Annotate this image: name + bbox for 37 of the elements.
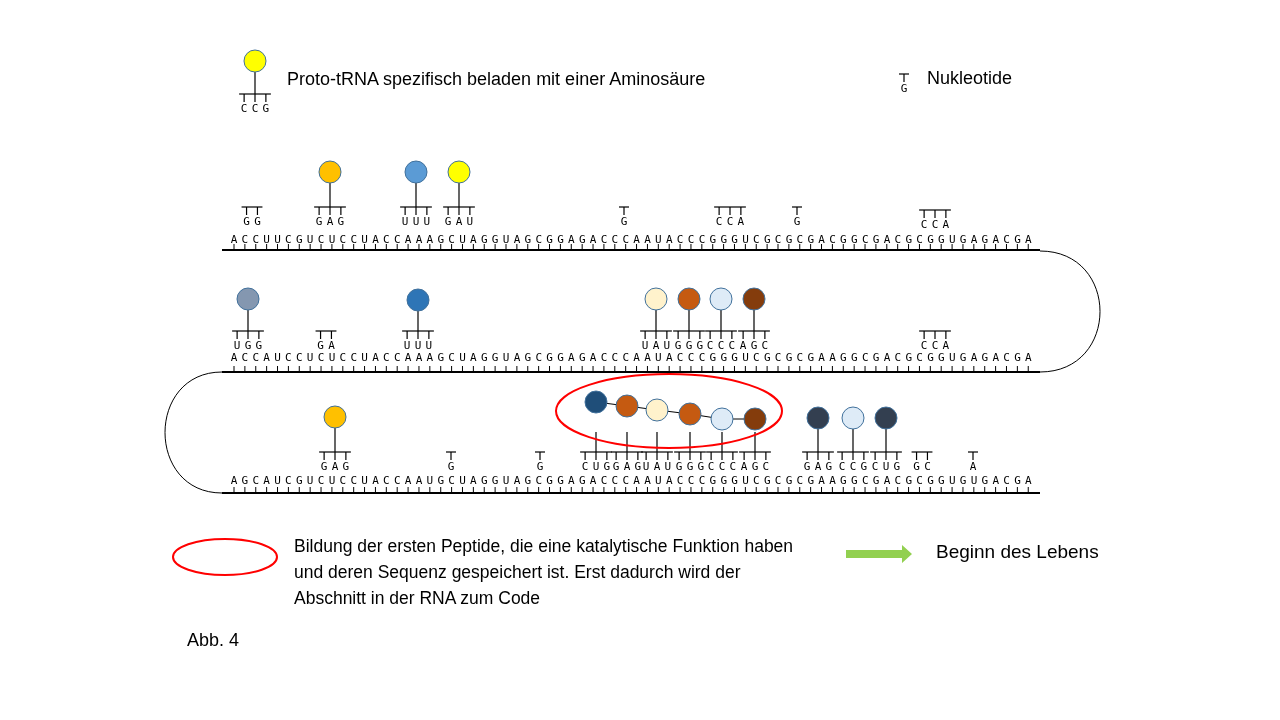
nucleotide-label: G <box>447 461 459 473</box>
anticodon-label: CCC <box>706 340 740 352</box>
nucleotide-label: G <box>900 83 912 95</box>
legend-label: Beginn des Lebens <box>936 541 1099 563</box>
anticodon-label: GGG <box>674 340 708 352</box>
anticodon-label: UGG <box>233 340 267 352</box>
anticodon-label: GAG <box>320 461 354 473</box>
legend-label: Nukleotide <box>927 68 1013 89</box>
nucleotide-label: G <box>620 216 632 228</box>
anticodon-label: CCG <box>240 103 274 115</box>
anticodon-label: AGC <box>740 461 774 473</box>
anticodon-label: CCC <box>707 461 741 473</box>
nucleotide-label: GC <box>913 461 935 473</box>
anticodon-label: CUG <box>871 461 905 473</box>
legend-label: Proto-tRNA spezifisch beladen mit einer Aminosäure <box>287 69 706 90</box>
anticodon-label: AGC <box>739 340 773 352</box>
anticodon-label: GAG <box>315 216 349 228</box>
anticodon-label: GGG <box>675 461 709 473</box>
rna-sequence: AGCAUCGUCUCCUACCAAUGCUAGGUAGCGGAGACCCAAUACCCGGGUCGCGCGAAGGCGACGCGGUGUGACGA <box>230 475 1036 487</box>
rna-sequence: ACCUUCGUCUCCUACCAAAGCUAGGUAGCGGAGACCCAAUACCCGGGUCGCGCGACGGCGACGCGGUGAGACGA <box>230 234 1036 246</box>
nucleotide-label: GA <box>317 340 339 352</box>
anticodon-label: GAG <box>803 461 837 473</box>
legend-text: Bildung der ersten Peptide, die eine katalytische Funktion haben und deren Sequenz gespeichert ist. Erst dadurch wird der Abschnitt in der RNA zum Code <box>294 535 795 610</box>
nucleotide-label: CCA <box>920 219 954 231</box>
nucleotide-label: CCA <box>920 340 954 352</box>
anticodon-label: UUU <box>401 216 435 228</box>
anticodon-label: GAU <box>444 216 478 228</box>
nucleotide-label: A <box>969 461 981 473</box>
anticodon-label: UAU <box>641 340 675 352</box>
nucleotide-label: G <box>536 461 548 473</box>
nucleotide-label: G <box>793 216 805 228</box>
anticodon-label: UUU <box>403 340 437 352</box>
caption: Abb. 4 <box>187 630 240 651</box>
rna-sequence: ACCAUCCUCUCCUACCAAAGCUAGGUAGCGGAGACCCAAUACCCGGGUCGCGCGAAGGCGACGCGGUGAGACGA <box>230 352 1036 364</box>
nucleotide-label: CCA <box>715 216 749 228</box>
anticodon-label: CCG <box>838 461 872 473</box>
nucleotide-label: GG <box>243 216 265 228</box>
